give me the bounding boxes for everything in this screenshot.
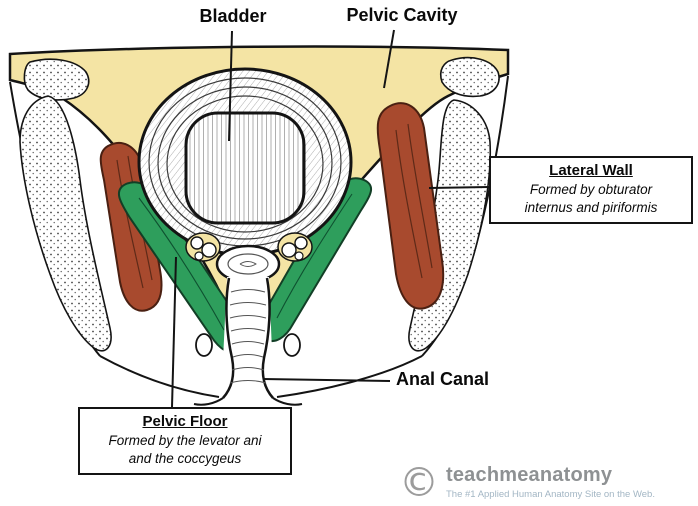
anal-canal-shape [193,244,303,406]
bladder-shape [137,67,353,257]
callout-pelvic-floor-title: Pelvic Floor [142,413,228,430]
label-pelvic-cavity: Pelvic Cavity [346,5,458,25]
callout-lateral-wall-line-2: internus and piriformis [524,199,658,215]
label-anal-canal: Anal Canal [396,369,490,389]
perineum-right [276,355,423,398]
brand-name: teachmeanatomy [446,464,613,486]
perineum-left [99,355,220,398]
pelvic-floor-leader-line [171,256,177,408]
fat-pad-right [283,333,301,357]
bladder-leader-line [228,30,233,142]
obturator-internus-right [376,102,445,310]
label-bladder: Bladder [199,6,267,26]
brand-watermark: © teachmeanatomy The #1 Applied Human An… [399,460,655,506]
obturator-internus-left [99,141,163,312]
bone-left [19,58,112,352]
callout-lateral-wall-title: Lateral Wall [549,162,633,179]
fat-pad-left [195,333,213,357]
pelvic-cavity-leader-line [383,29,395,89]
vessels-left [185,232,221,262]
callout-pelvic-floor-line-1: Formed by the levator ani [108,433,262,448]
callout-pelvic-floor-line-2: and the coccygeus [128,450,242,466]
brand-tagline: The #1 Applied Human Anatomy Site on the… [446,489,655,500]
vessels-right [277,232,313,262]
copyright-icon: © [399,460,439,506]
callout-lateral-wall: Lateral Wall Formed by obturator internu… [489,156,693,225]
callout-pelvic-floor: Pelvic Floor Formed by the levator ani a… [78,407,292,476]
anal-canal-leader-line [262,378,391,382]
lateral-wall-leader-line [428,186,490,189]
callout-lateral-wall-line-1: Formed by obturator [529,182,653,197]
